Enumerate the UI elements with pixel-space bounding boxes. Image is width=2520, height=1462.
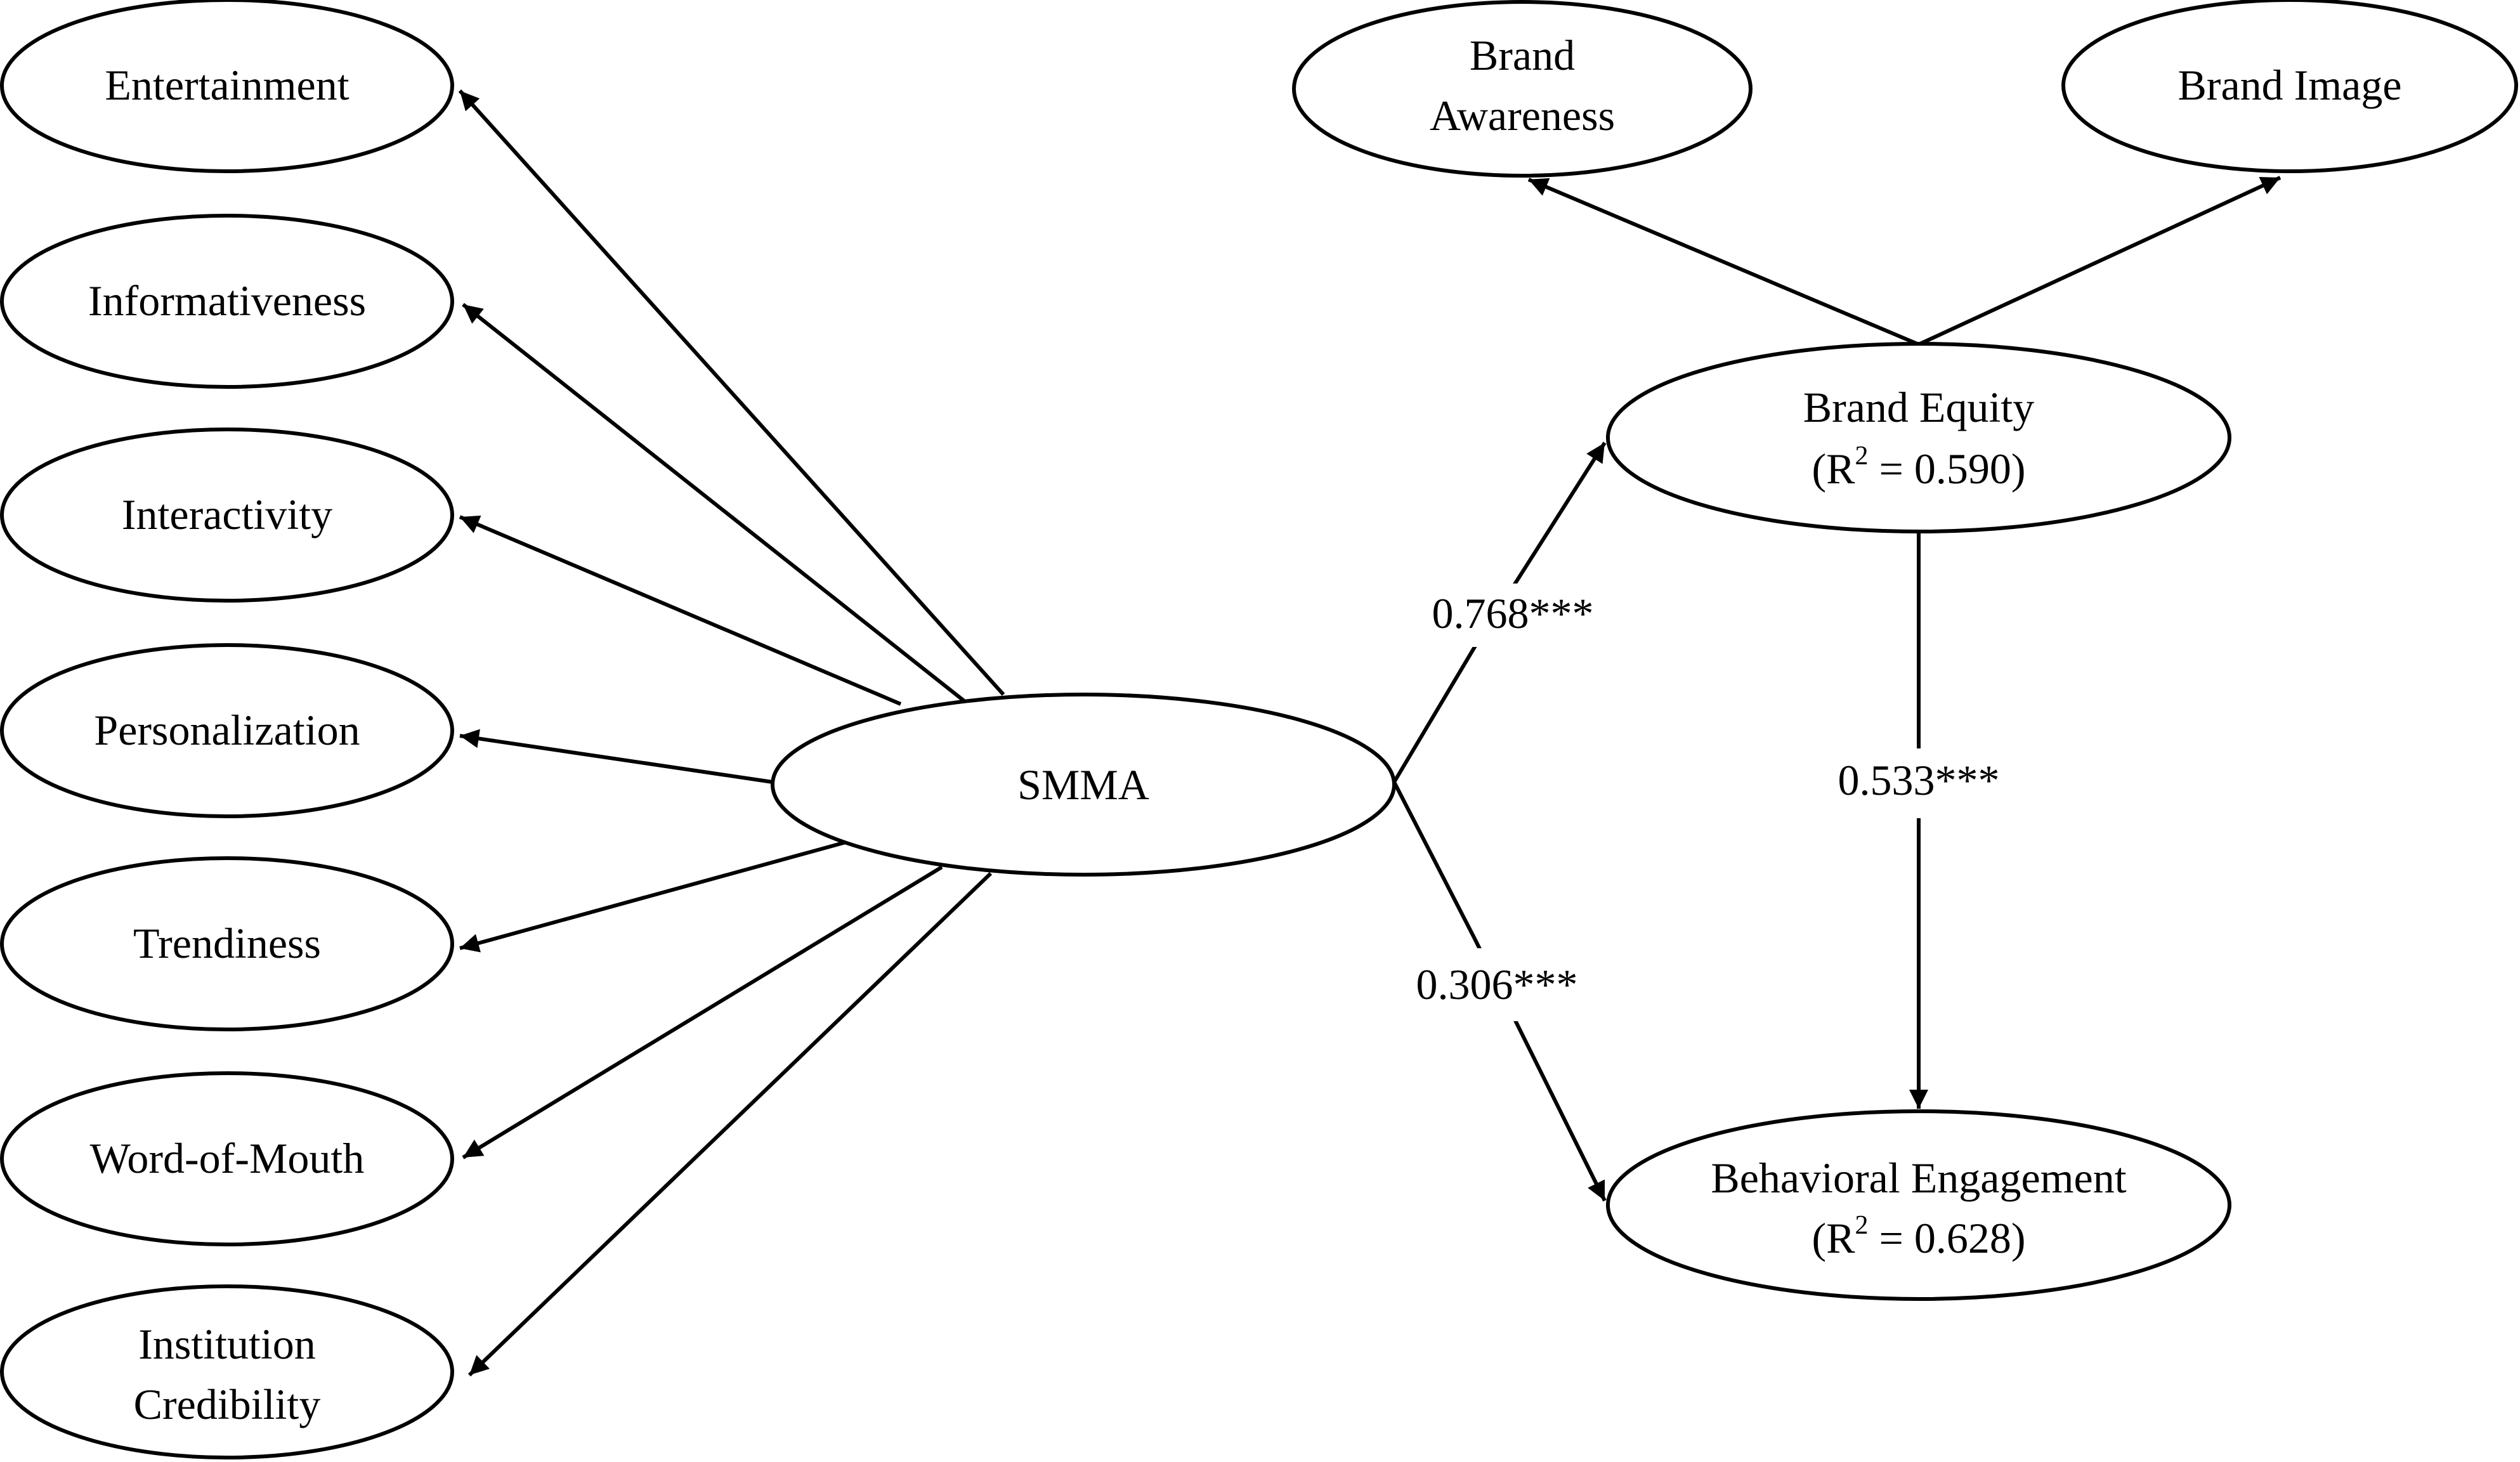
node-ellipse <box>0 428 454 603</box>
node-word-of-mouth: Word-of-Mouth <box>0 1071 454 1246</box>
edge-smma-trendiness <box>459 840 846 953</box>
edge-smma-informativeness <box>462 303 965 703</box>
node-ellipse <box>771 693 1396 877</box>
node-trendiness: Trendiness <box>0 856 454 1031</box>
node-label: Informativeness <box>88 277 366 325</box>
node-smma: SMMA <box>771 693 1396 877</box>
node-label-line-1: Behavioral Engagement <box>1711 1154 2126 1202</box>
edge-smma-behavioral-engagement <box>1392 781 1607 1202</box>
path-coefficient-smma-brand-equity: 0.768*** <box>1432 589 1594 637</box>
edge-label-bg <box>1394 948 1603 1021</box>
node-brand-image: Brand Image <box>2061 0 2518 173</box>
node-label-line-1: Institution <box>138 1320 316 1368</box>
edge-smma-interactivity <box>459 515 902 706</box>
edge-label-bg <box>1411 584 1621 647</box>
edge-smma-personalization <box>459 729 773 784</box>
node-r-squared: (R2 = 0.628) <box>1812 1211 2026 1262</box>
node-label: SMMA <box>1017 760 1149 809</box>
node-interactivity: Interactivity <box>0 428 454 603</box>
edge-smma-word-of-mouth <box>462 865 943 1159</box>
node-brand-awareness: Brand Awareness <box>1292 0 1753 178</box>
path-coefficient-brand-equity-behavioral-engagement: 0.533*** <box>1838 756 2000 804</box>
path-coefficient-smma-behavioral-engagement: 0.306*** <box>1416 960 1578 1008</box>
node-ellipse <box>0 1071 454 1246</box>
node-ellipse <box>0 856 454 1031</box>
edge-smma-entertainment <box>458 89 1005 696</box>
node-r-squared: (R2 = 0.590) <box>1812 441 2026 493</box>
edge-label-bg <box>1817 748 2020 818</box>
node-ellipse <box>2061 0 2518 173</box>
edge-labels: 0.768*** 0.306*** 0.533*** <box>1416 589 2000 1008</box>
node-label: Trendiness <box>133 919 321 967</box>
edges <box>458 89 2282 1377</box>
node-institution-credibility: Institution Credibility <box>0 1284 454 1459</box>
edge-label-backgrounds <box>1394 584 2020 1021</box>
edge-brand-equity-brand-awareness <box>1527 178 1920 346</box>
node-brand-equity: Brand Equity (R2 = 0.590) <box>1606 342 2231 533</box>
node-label: Brand Image <box>2177 61 2401 109</box>
node-ellipse <box>1606 1109 2231 1301</box>
node-ellipse <box>0 643 454 818</box>
node-label-line-2: Awareness <box>1430 91 1615 140</box>
node-ellipse <box>1606 342 2231 533</box>
node-label: Word-of-Mouth <box>90 1134 365 1182</box>
node-ellipse <box>0 1284 454 1459</box>
node-personalization: Personalization <box>0 643 454 818</box>
node-ellipse <box>0 214 454 389</box>
node-label: Interactivity <box>122 490 332 538</box>
node-informativeness: Informativeness <box>0 214 454 389</box>
node-label-line-1: Brand <box>1470 31 1575 79</box>
node-label-line-2: Credibility <box>134 1380 321 1428</box>
node-label-line-1: Brand Equity <box>1803 383 2035 431</box>
node-ellipse <box>0 0 454 173</box>
node-label: Personalization <box>94 706 360 754</box>
node-label: Entertainment <box>105 61 349 109</box>
edge-brand-equity-brand-image <box>1917 176 2282 346</box>
node-behavioral-engagement: Behavioral Engagement (R2 = 0.628) <box>1606 1109 2231 1301</box>
node-ellipse <box>1292 0 1753 178</box>
node-entertainment: Entertainment <box>0 0 454 173</box>
edge-smma-institution-credibility <box>467 871 993 1377</box>
